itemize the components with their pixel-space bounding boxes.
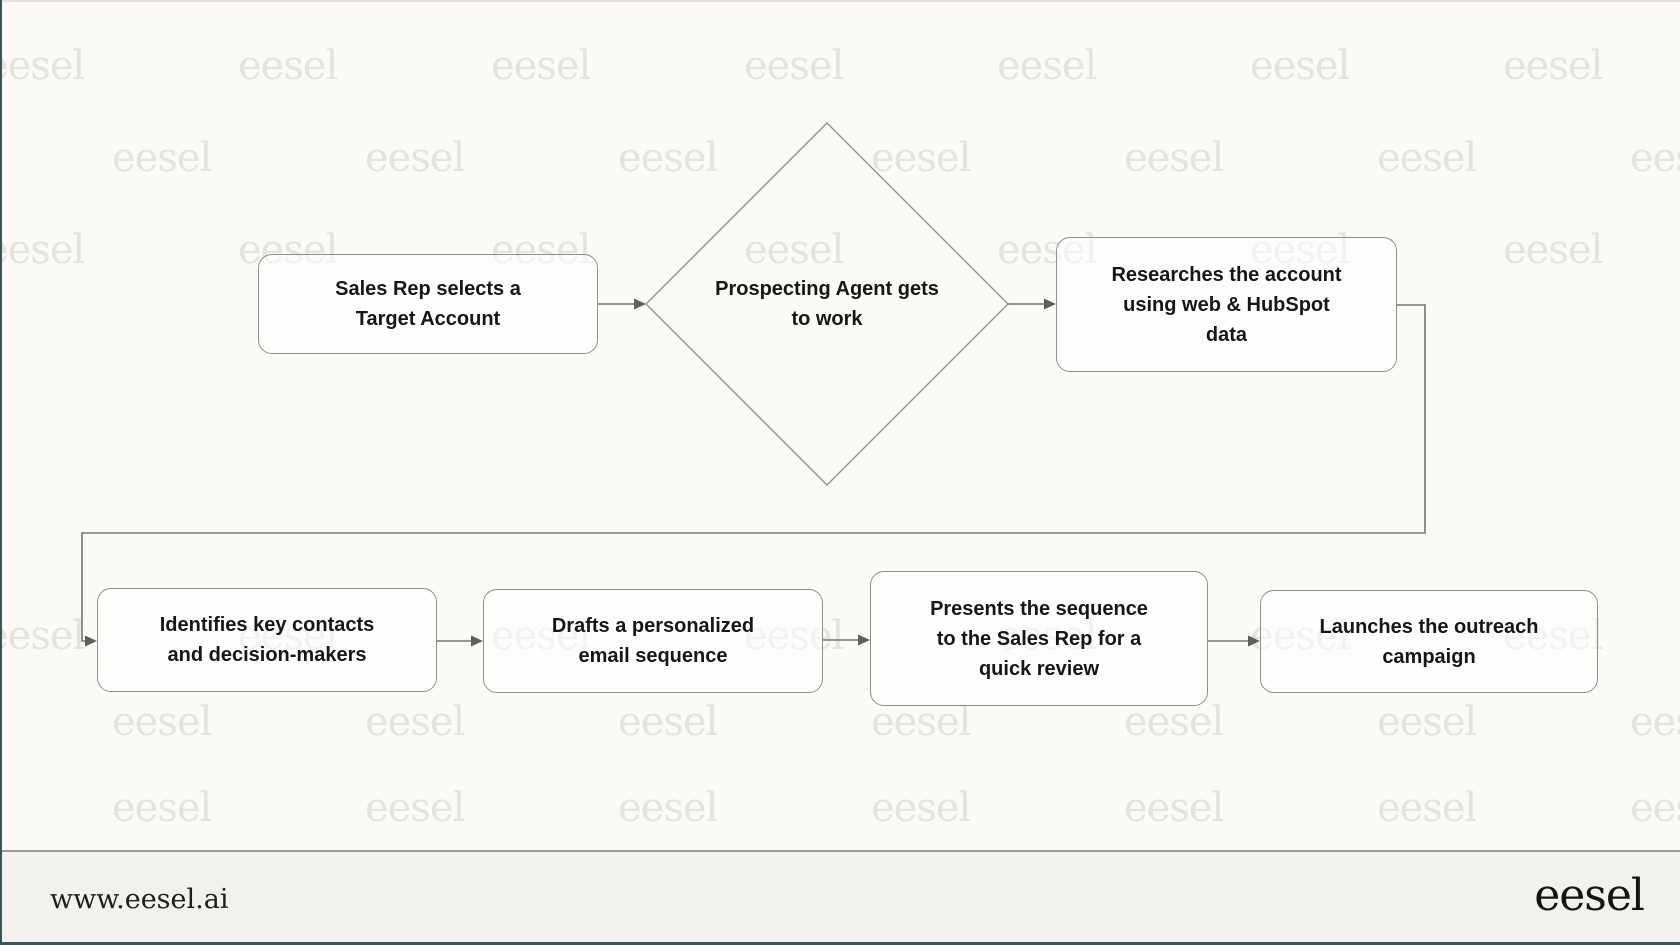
flow-node-prospecting-agent-label: Prospecting Agent gets to work <box>715 278 939 330</box>
flow-node-launch-campaign: Launches the outreach campaign <box>1260 590 1598 693</box>
flow-node-present-sequence-label: Presents the sequence to the Sales Rep f… <box>930 597 1148 680</box>
footer: www.eesel.ai eesel <box>0 850 1680 945</box>
flow-node-present-sequence: Presents the sequence to the Sales Rep f… <box>870 571 1208 706</box>
arrowhead-icon <box>471 635 483 647</box>
flow-node-draft-sequence: Drafts a personalized email sequence <box>483 589 823 693</box>
flow-node-draft-sequence-label: Drafts a personalized email sequence <box>551 615 755 667</box>
flow-node-identify-contacts-label: Identifies key contacts and decision-mak… <box>159 614 375 666</box>
arrowhead-icon <box>858 634 870 646</box>
arrowhead-icon <box>1044 298 1056 310</box>
arrowhead-icon <box>1248 635 1260 647</box>
arrowhead-icon <box>634 298 646 310</box>
decision-diamond-shape <box>645 122 1009 486</box>
flow-node-identify-contacts: Identifies key contacts and decision-mak… <box>97 588 437 692</box>
flow-node-research-account-label: Researches the account using web & HubSp… <box>1111 263 1342 346</box>
frame-top-edge <box>0 0 1680 2</box>
frame-left-edge <box>0 0 2 945</box>
footer-url: www.eesel.ai <box>50 884 229 915</box>
flow-node-select-account-label: Sales Rep selects a Target Account <box>335 278 521 330</box>
brand-logo: eesel <box>1534 870 1645 921</box>
connector-research-to-identify <box>81 304 1426 642</box>
arrowhead-icon <box>85 635 97 647</box>
flow-node-select-account: Sales Rep selects a Target Account <box>258 254 598 354</box>
flow-node-research-account: Researches the account using web & HubSp… <box>1056 237 1397 372</box>
frame-bottom-edge <box>0 942 1680 945</box>
flow-node-launch-campaign-label: Launches the outreach campaign <box>1319 615 1539 668</box>
